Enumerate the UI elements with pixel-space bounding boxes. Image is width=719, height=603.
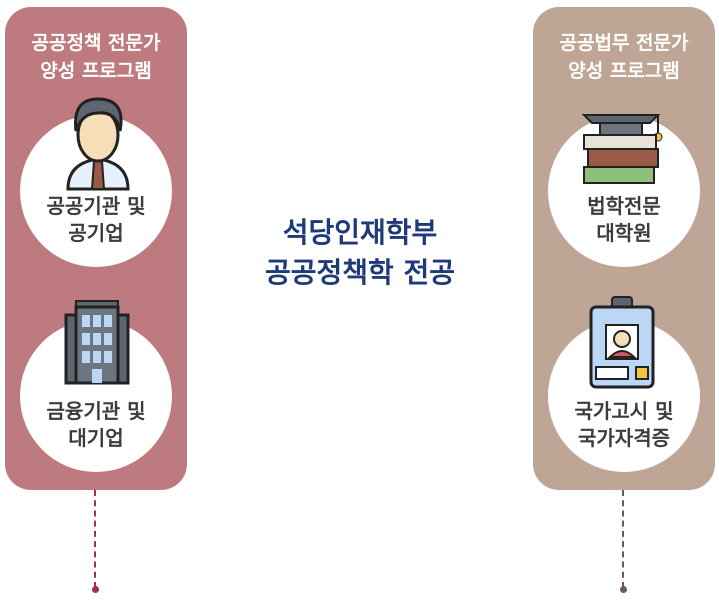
title-line: 양성 프로그램 xyxy=(40,60,152,82)
left-connector-dot xyxy=(92,586,99,593)
item-label: 법학전문 xyxy=(587,194,661,218)
item-label: 대기업 xyxy=(68,426,124,450)
title-line: 공공정책 전문가 xyxy=(31,32,161,54)
title-line: 공공법무 전문가 xyxy=(559,32,689,54)
right-connector-line xyxy=(622,490,624,588)
major-title-line1: 석당인재학부 xyxy=(282,216,438,249)
item-label: 금융기관 및 xyxy=(46,399,146,423)
office-building-icon xyxy=(64,300,130,385)
item-label: 국가고시 및 xyxy=(574,399,674,423)
businessman-icon xyxy=(66,97,130,191)
item-label: 국가자격증 xyxy=(578,426,670,450)
major-title-line2: 공공정책학 전공 xyxy=(264,256,456,289)
title-line: 양성 프로그램 xyxy=(568,60,680,82)
left-connector-line xyxy=(94,490,96,588)
major-title: 석당인재학부 공공정책학 전공 xyxy=(200,213,520,293)
books-graduation-cap-icon xyxy=(581,114,663,184)
item-label: 대학원 xyxy=(596,221,652,245)
item-label: 공공기관 및 xyxy=(46,194,146,218)
id-badge-icon xyxy=(589,296,655,389)
right-connector-dot xyxy=(620,586,627,593)
item-label: 공기업 xyxy=(68,221,124,245)
